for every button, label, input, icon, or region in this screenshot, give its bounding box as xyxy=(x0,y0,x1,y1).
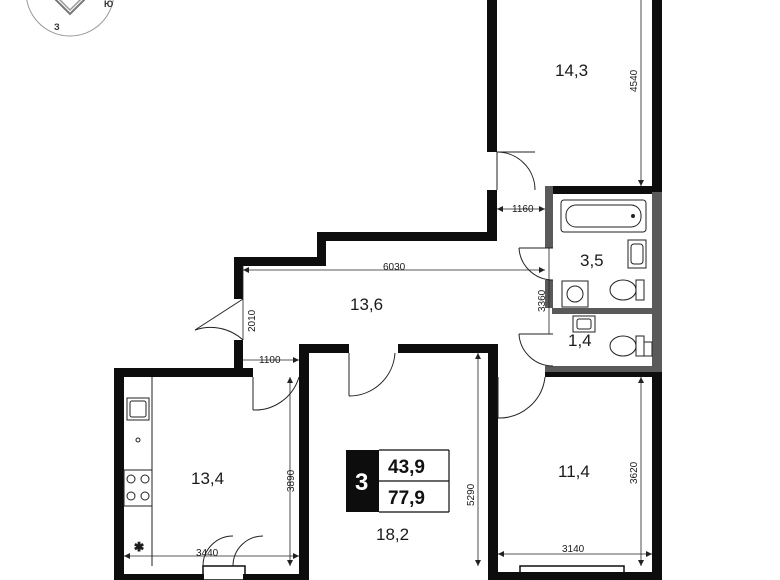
wet-wall-segment xyxy=(552,308,652,314)
wall-segment xyxy=(487,0,497,152)
total-area-value: 77,9 xyxy=(388,488,425,509)
wall-segment xyxy=(398,344,498,353)
room-area-bedroom-top: 14,3 xyxy=(555,61,588,80)
stove-icon xyxy=(123,469,153,507)
wall-segment xyxy=(545,186,662,194)
wall-segment xyxy=(488,572,662,580)
wall-segment xyxy=(234,257,243,299)
door-swing xyxy=(252,376,300,411)
windows xyxy=(202,565,625,580)
wall-segment xyxy=(299,344,309,580)
toilet-icon xyxy=(609,335,653,357)
wall-segment xyxy=(488,344,498,580)
wall-segment xyxy=(114,368,124,580)
wet-wall-segment xyxy=(545,186,553,248)
wall-segment xyxy=(114,368,253,377)
compass-south-label: Ю xyxy=(104,0,113,9)
walls xyxy=(114,0,662,580)
dimension-label: 4540 xyxy=(629,69,640,92)
wall-segment xyxy=(545,368,662,377)
dimension-label: 3140 xyxy=(562,544,585,555)
wall-segment xyxy=(234,257,326,266)
room-area-living-room: 18,2 xyxy=(376,525,409,544)
door-swing xyxy=(348,352,396,397)
door xyxy=(194,298,244,331)
door-swing xyxy=(232,535,264,567)
washing-machine-icon xyxy=(561,280,589,308)
window xyxy=(519,565,625,580)
living-area-value: 43,9 xyxy=(388,457,425,478)
room-count: 3 xyxy=(355,469,368,496)
dimension-arrows xyxy=(124,180,652,566)
room-area-bathroom: 3,5 xyxy=(580,251,604,270)
door-swing xyxy=(202,535,234,567)
dimension-label: 3360 xyxy=(537,289,548,312)
door-swing xyxy=(518,247,554,281)
wet-wall-segment xyxy=(652,192,662,372)
door-swing xyxy=(496,151,536,191)
compass-icon: З Ю xyxy=(26,0,114,37)
dimension-lines xyxy=(124,0,652,566)
room-count-badge xyxy=(346,450,379,512)
bathtub-icon xyxy=(560,199,647,233)
wall-segment xyxy=(114,574,204,580)
dimension-label: 2010 xyxy=(247,309,258,332)
wall-segment xyxy=(243,574,303,580)
door-swing xyxy=(194,326,244,341)
room-area-toilet: 1,4 xyxy=(568,331,592,350)
dimension-label: 3440 xyxy=(196,548,219,559)
toilet-icon xyxy=(609,279,645,301)
fixtures: ✱ xyxy=(123,199,653,566)
dimension-label: 1160 xyxy=(512,204,534,215)
room-area-bedroom-bottom: 11,4 xyxy=(558,462,590,481)
asterisk-mark: ✱ xyxy=(134,540,144,554)
wet-wall-segment xyxy=(545,366,662,372)
dimension-label: 6030 xyxy=(383,262,406,273)
wall-segment xyxy=(234,340,243,370)
room-area-hallway: 13,6 xyxy=(350,295,383,314)
sink-icon xyxy=(627,239,647,269)
wall-segment xyxy=(487,190,497,240)
compass-west-label: З xyxy=(54,22,60,32)
wall-segment xyxy=(317,232,497,241)
wall-segment xyxy=(652,368,662,580)
kitchen-counter xyxy=(126,377,153,566)
sink-icon xyxy=(572,315,596,333)
room-area-kitchen: 13,4 xyxy=(191,469,224,488)
doors xyxy=(194,151,554,567)
door-swing xyxy=(518,333,554,367)
area-summary: 3 43,9 77,9 xyxy=(346,449,450,513)
wall-segment xyxy=(652,0,662,192)
wall-segment xyxy=(299,344,349,353)
wall-segment xyxy=(317,232,326,264)
dimension-label: 1100 xyxy=(259,355,281,366)
dimension-label: 3620 xyxy=(629,461,640,484)
dimension-label: 3890 xyxy=(286,469,297,492)
door-swing xyxy=(497,376,546,419)
window xyxy=(202,565,246,580)
dimension-label: 5290 xyxy=(466,483,477,506)
